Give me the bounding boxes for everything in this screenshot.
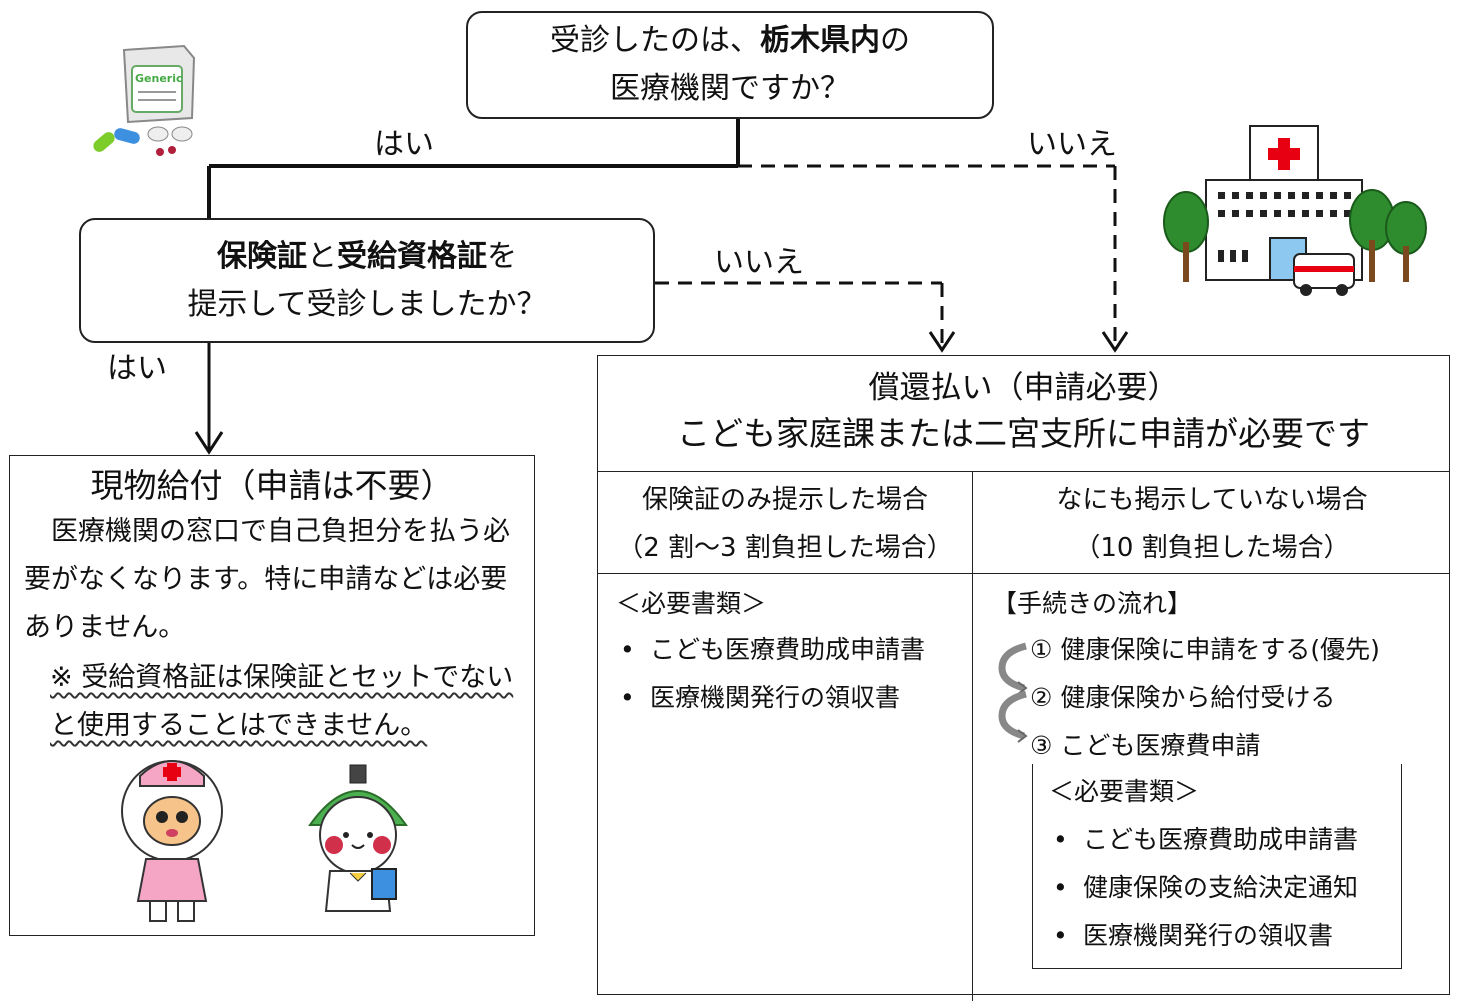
flow-step-2: ② 健康保険から給付受ける	[1030, 683, 1336, 712]
result-box-direct-benefit: 現物給付（申請は不要） 医療機関の窓口で自己負担分を払う必要がなくなります。特に…	[9, 455, 535, 936]
q1-line2: 医療機関ですか？	[610, 71, 850, 106]
left-note-text: ※ 受給資格証は保険証とセットでないと使用することはできません。	[50, 662, 514, 741]
q2-bold-certificate: 受給資格証	[337, 238, 487, 274]
generic-medicine-bag-icon: Generic	[93, 44, 196, 156]
divider-headers	[598, 573, 1449, 574]
label-yes-left: はい	[107, 351, 167, 386]
list-item: 健康保険の支給決定通知	[1047, 864, 1397, 912]
list-item: 医療機関発行の領収書	[1047, 912, 1397, 960]
divider-columns	[972, 471, 973, 1001]
col1-head1: 保険証のみ提示した場合	[641, 485, 928, 515]
q1-text: 受診したのは、	[550, 23, 760, 58]
col2-docs-title: ＜必要書類＞	[1049, 777, 1200, 806]
green-helmet-mascot-icon	[308, 764, 408, 912]
nurse-mascot-icon	[121, 760, 223, 922]
divider-title	[598, 471, 1449, 472]
col1-docs-list: こども医療費助成申請書 医療機関発行の領収書	[614, 626, 964, 722]
list-item: 医療機関発行の領収書	[614, 674, 964, 722]
q1-bold: 栃木県内	[760, 23, 880, 58]
col2-docs-list: こども医療費助成申請書 健康保険の支給決定通知 医療機関発行の領収書	[1047, 816, 1397, 960]
hospital-building-icon	[1163, 125, 1427, 296]
col1-head2: （2 割～3 割負担した場合）	[617, 533, 953, 563]
col2-head2: （10 割負担した場合）	[1074, 533, 1350, 563]
q2-text-wo: を	[487, 238, 517, 274]
q2-line2: 提示して受診しましたか？	[187, 286, 547, 322]
col2-head1: なにも掲示していない場合	[1056, 485, 1368, 515]
right-subtitle: こども家庭課または二宮支所に申請が必要です	[677, 414, 1370, 453]
list-item: こども医療費助成申請書	[1047, 816, 1397, 864]
flow-curved-arrows-icon	[998, 642, 1028, 743]
question-box-presented-cards: 保険証と受給資格証を 提示して受診しましたか？	[79, 218, 655, 343]
left-note: ※ 受給資格証は保険証とセットでないと使用することはできません。	[50, 654, 524, 750]
flow-step-1: ① 健康保険に申請をする(優先)	[1030, 635, 1380, 664]
col2-docs-box: ＜必要書類＞ こども医療費助成申請書 健康保険の支給決定通知 医療機関発行の領収…	[1032, 764, 1402, 969]
q1-text-end: の	[880, 23, 910, 58]
label-yes-top: はい	[374, 127, 434, 162]
svg-text:Generic: Generic	[135, 72, 183, 85]
left-body: 医療機関の窓口で自己負担分を払う必要がなくなります。特に申請などは必要ありません…	[24, 516, 510, 643]
question-box-in-prefecture: 受診したのは、栃木県内の 医療機関ですか？	[466, 11, 994, 119]
left-title: 現物給付（申請は不要）	[90, 466, 454, 505]
label-no-mid: いいえ	[714, 245, 804, 280]
col1-docs-title: ＜必要書類＞	[616, 589, 767, 618]
right-title: 償還払い（申請必要）	[868, 370, 1179, 406]
result-box-reimbursement: 償還払い（申請必要） こども家庭課または二宮支所に申請が必要です 保険証のみ提示…	[597, 355, 1450, 1001]
list-item: こども医療費助成申請書	[614, 626, 964, 674]
q2-text-and: と	[307, 238, 337, 274]
q2-bold-insurance: 保険証	[217, 238, 307, 274]
label-no-top: いいえ	[1027, 127, 1117, 162]
col2-flow-title: 【手続きの流れ】	[992, 589, 1193, 618]
flow-step-3: ③ こども医療費申請	[1030, 731, 1261, 760]
